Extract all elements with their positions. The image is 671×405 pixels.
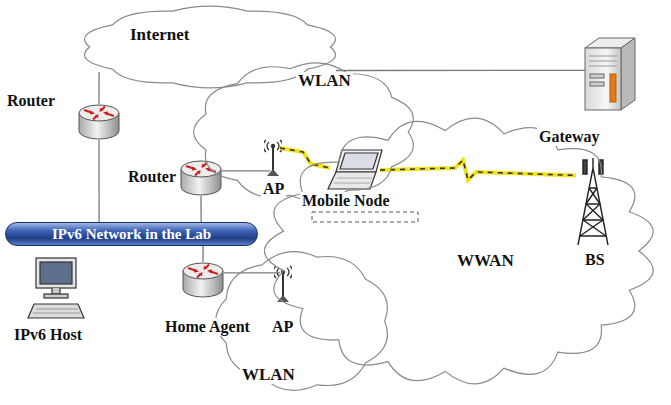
network-link [201, 196, 202, 222]
device-label: IPv6 Host [12, 326, 84, 344]
cloud-label: WLAN [240, 366, 297, 384]
label-slot: WWAN [455, 252, 516, 270]
computer-icon [28, 258, 84, 318]
label-slot: WLAN [240, 366, 297, 384]
device-label: Router [126, 168, 178, 186]
network-link [203, 246, 204, 262]
label-slot: Gateway [537, 128, 601, 146]
label-slot: Internet [128, 26, 191, 44]
network-band: IPv6 Network in the Lab [5, 222, 258, 246]
device-node: AP [264, 136, 282, 176]
device-node: Router [180, 160, 222, 196]
dashed-frame [312, 212, 418, 222]
device-label: Gateway [537, 128, 601, 146]
device-node: Router [78, 104, 120, 140]
label-slot: BS [583, 251, 607, 269]
label-slot: Router [5, 92, 57, 110]
cloud-label: WLAN [296, 72, 353, 90]
network-link [222, 170, 270, 171]
network-link [99, 140, 100, 222]
label-slot: Router [126, 168, 178, 186]
device-node: Mobile Node [330, 150, 382, 190]
label-slot: WLAN [296, 72, 353, 90]
tower-icon [578, 158, 608, 245]
wireless-link [380, 160, 576, 180]
device-node: Gateway [585, 38, 635, 110]
device-label: Router [5, 92, 57, 110]
network-label: IPv6 Network in the Lab [46, 226, 217, 243]
laptop-icon [328, 150, 382, 189]
server-icon [585, 38, 635, 110]
network-link [336, 70, 585, 71]
wireless-link [280, 148, 330, 168]
network-link [99, 72, 100, 104]
device-node: AP [274, 262, 292, 302]
label-slot: AP [261, 180, 286, 198]
device-node: IPv6 Host [28, 258, 84, 318]
device-label: Home Agent [163, 318, 252, 336]
device-label: AP [270, 318, 295, 336]
network-cloud: WLAN [185, 52, 425, 212]
label-slot: Mobile Node [300, 192, 392, 210]
label-slot: IPv6 Host [12, 326, 84, 344]
device-label: AP [261, 180, 286, 198]
device-node: Home Agent [182, 262, 224, 298]
network-link [224, 272, 280, 273]
device-node: BS [576, 158, 610, 245]
cloud-label: WWAN [455, 252, 516, 270]
label-slot: Home Agent [163, 318, 252, 336]
cloud-label: Internet [128, 26, 191, 44]
label-slot: AP [270, 318, 295, 336]
device-label: BS [583, 251, 607, 269]
device-label: Mobile Node [300, 192, 392, 210]
